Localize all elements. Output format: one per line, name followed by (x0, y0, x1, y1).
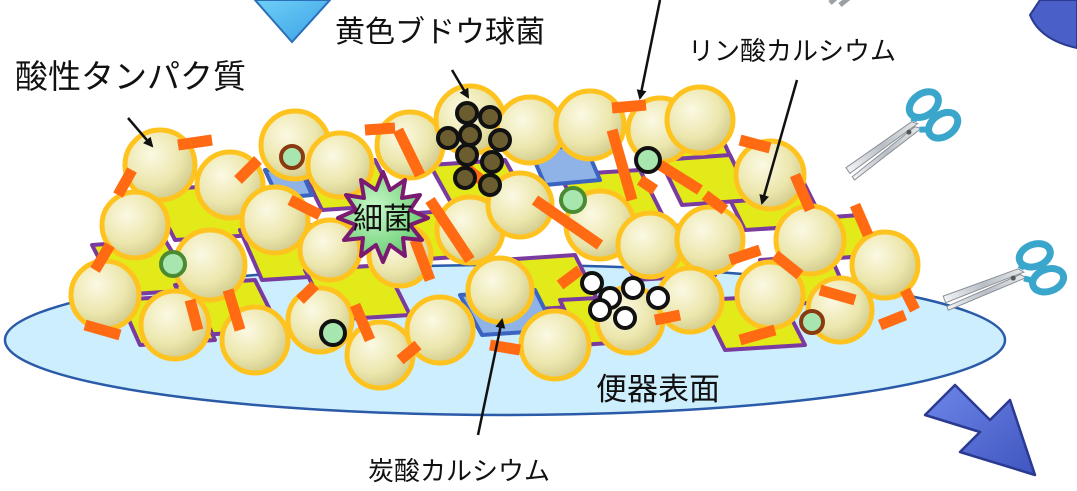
scissors-icon (836, 84, 963, 194)
calcium-phosphate-label: リン酸カルシウム (688, 37, 896, 67)
acidic-protein-spheres (68, 83, 921, 391)
top-arrow-icon (253, 0, 332, 44)
staphylococcus-cluster (436, 101, 512, 197)
staph-label: 黄色ブドウ球菌 (335, 15, 545, 50)
bacteria-burst-icon (336, 170, 430, 264)
calcium-carbonate-label: 炭酸カルシウム (368, 457, 550, 487)
bacteria-label: 細菌 (353, 202, 413, 237)
ring-particles (580, 271, 670, 330)
toilet-surface-label: 便器表面 (596, 372, 720, 408)
acidic-protein-label: 酸性タンパク質 (15, 57, 246, 96)
arrow-icon (923, 383, 1037, 477)
label-pointers (127, 0, 799, 436)
protein-rods (83, 99, 920, 365)
scissors-icon-partial (828, 0, 851, 7)
corner-blob-icon (1028, 0, 1077, 50)
green-particles (159, 144, 825, 347)
